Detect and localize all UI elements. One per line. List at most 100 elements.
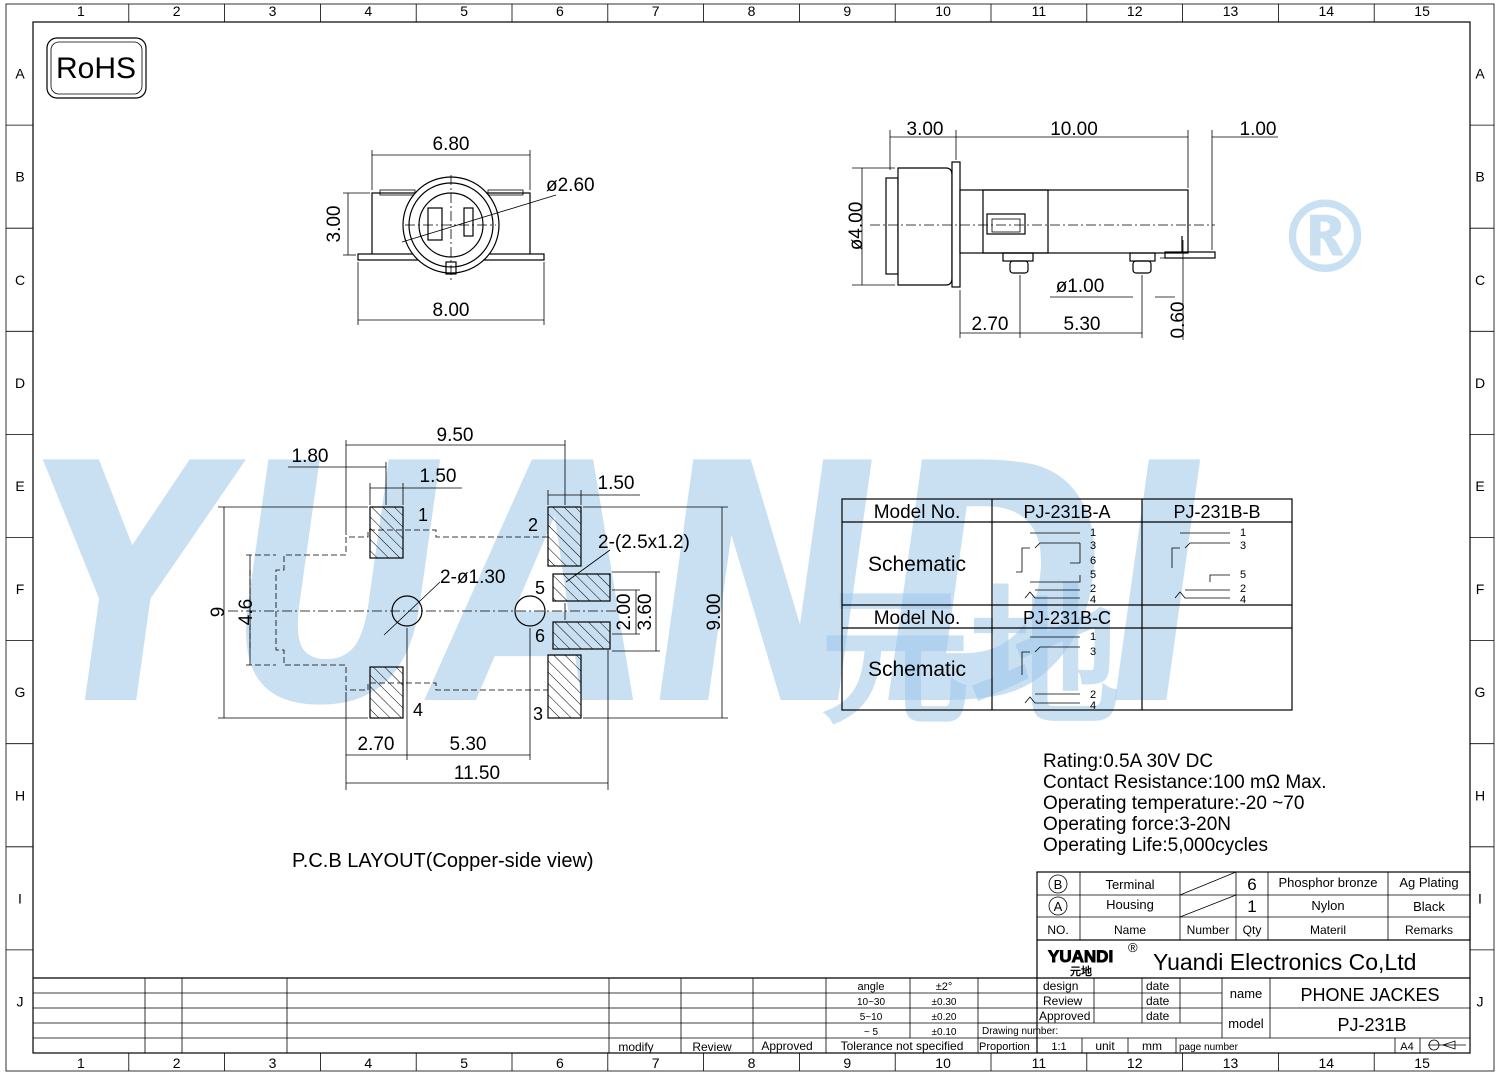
zone-col-bottom-11: 11 <box>1032 1055 1047 1071</box>
zone-row-right-F: F <box>1476 581 1485 597</box>
front-view: 6.80 ø2.60 3.00 8.00 <box>324 134 595 325</box>
c-pin-3: 3 <box>1090 646 1096 658</box>
a-pin-2: 2 <box>1090 583 1096 595</box>
tol-range-1-value: ±0.30 <box>932 997 957 1008</box>
dim-pcb-150a: 1.50 <box>420 466 457 487</box>
zone-col-bottom-12: 12 <box>1127 1055 1143 1071</box>
zone-col-top-11: 11 <box>1032 3 1047 19</box>
a-pin-3: 3 <box>1090 540 1096 552</box>
title-block: angle ±2° 10~30 ±0.30 5~10 ±0.20 ~ 5 ±0.… <box>33 940 1470 1054</box>
zone-row-right-B: B <box>1475 169 1484 185</box>
bom-head-material: Materil <box>1310 923 1346 937</box>
zone-col-top-2: 2 <box>173 3 181 19</box>
review-label: Review <box>1043 994 1083 1008</box>
dim-side-pin: ø1.00 <box>1056 276 1105 297</box>
zone-row-left-H: H <box>15 787 25 803</box>
rohs-badge: RoHS <box>46 37 147 99</box>
title-logo-cn: 元地 <box>1070 964 1092 978</box>
pin-2: 2 <box>528 515 538 535</box>
bom-table: B A Terminal Housing 6 1 Phosphor bronze… <box>1036 871 1471 941</box>
b-pin-5: 5 <box>1240 569 1246 581</box>
zone-row-left-E: E <box>15 478 24 494</box>
approved-bottom-label: Approved <box>761 1039 812 1053</box>
drawing-number-label: Drawing number: <box>982 1026 1058 1037</box>
bom-head-name: Name <box>1114 923 1146 937</box>
pcb-layout: 1 2 3 4 5 6 9.50 1.80 1.50 1.50 2-(2.5x1… <box>208 425 728 872</box>
dim-pcb-9: 9 <box>208 607 229 618</box>
bom-head-number: Number <box>1187 923 1230 937</box>
b-pin-1: 1 <box>1240 527 1246 539</box>
title-logo: YUANDI ® 元地 <box>1048 940 1138 978</box>
zone-row-left-J: J <box>17 993 24 1009</box>
zone-col-top-10: 10 <box>935 3 951 19</box>
zone-col-top-8: 8 <box>748 3 756 19</box>
product-model: PJ-231B <box>1337 1015 1406 1035</box>
pin-3: 3 <box>533 704 543 724</box>
tol-label: Tolerance not specified <box>841 1039 964 1053</box>
model-label-2: Model No. <box>874 608 961 629</box>
spec-temperature: Operating temperature:-20 ~70 <box>1043 793 1304 814</box>
dim-front-height: 3.00 <box>324 206 345 243</box>
product-name: PHONE JACKES <box>1300 985 1439 1005</box>
pcb-caption: P.C.B LAYOUT(Copper-side view) <box>292 850 594 872</box>
zone-row-right-I: I <box>1478 890 1482 906</box>
zone-col-bottom-8: 8 <box>748 1055 756 1071</box>
dim-front-hole: ø2.60 <box>546 175 595 196</box>
model-b: PJ-231B-B <box>1173 502 1260 522</box>
zone-row-left-I: I <box>18 890 22 906</box>
spec-contact: Contact Resistance:100 mΩ Max. <box>1043 772 1327 793</box>
dim-side-diam: ø4.00 <box>846 202 867 251</box>
zone-col-bottom-7: 7 <box>652 1055 660 1071</box>
pin-1: 1 <box>418 505 428 525</box>
pin-5: 5 <box>535 578 545 598</box>
dim-pcb-46: 4.6 <box>236 599 257 625</box>
schematic-label-2: Schematic <box>868 658 966 681</box>
zone-col-bottom-14: 14 <box>1319 1055 1335 1071</box>
dim-front-width-bottom: 8.00 <box>433 300 470 321</box>
dim-pcb-1150: 11.50 <box>454 763 500 784</box>
bom-qty-housing: 1 <box>1247 897 1256 916</box>
projection-icon <box>1428 1039 1466 1051</box>
dim-pcb-950: 9.50 <box>437 425 474 446</box>
zone-row-right-A: A <box>1475 66 1485 82</box>
model-c: PJ-231B-C <box>1023 608 1111 628</box>
date-label-3: date <box>1146 1009 1170 1023</box>
dim-pcb-530: 5.30 <box>450 734 487 755</box>
a-pin-6: 6 <box>1090 555 1096 567</box>
zone-col-top-5: 5 <box>460 3 468 19</box>
c-pin-4: 4 <box>1090 700 1096 712</box>
schematic-label-1: Schematic <box>868 553 966 576</box>
model-a: PJ-231B-A <box>1023 502 1110 522</box>
zone-col-bottom-1: 1 <box>77 1055 85 1071</box>
zone-row-right-J: J <box>1477 993 1484 1009</box>
zone-col-top-3: 3 <box>269 3 277 19</box>
dim-side-6: 0.60 <box>1168 302 1189 339</box>
dim-side-2: 10.00 <box>1050 119 1098 140</box>
title-logo-text: YUANDI <box>1048 947 1113 966</box>
b-pin-3: 3 <box>1240 540 1246 552</box>
zone-row-left-A: A <box>15 66 25 82</box>
zone-row-right-H: H <box>1475 787 1485 803</box>
watermark-text: YUANDI <box>0 395 1235 779</box>
dim-pcb-360: 3.60 <box>635 594 656 631</box>
company-name: Yuandi Electronics Co,Ltd <box>1153 949 1416 975</box>
dim-front-width-top: 6.80 <box>433 134 470 155</box>
dim-pcb-200: 2.00 <box>614 594 635 631</box>
zone-col-bottom-4: 4 <box>364 1055 372 1071</box>
zone-col-bottom-2: 2 <box>173 1055 181 1071</box>
zone-col-bottom-6: 6 <box>556 1055 564 1071</box>
title-logo-registered: ® <box>1128 940 1138 955</box>
pcb-hole-spec: 2-ø1.30 <box>440 567 505 588</box>
bom-no-a: A <box>1054 899 1063 914</box>
modify-label: modify <box>618 1040 653 1054</box>
tol-range-2: 5~10 <box>860 1012 883 1023</box>
bom-material-terminal: Phosphor bronze <box>1278 875 1377 890</box>
dim-side-1: 3.00 <box>907 119 944 140</box>
schematic-table: Model No. PJ-231B-A PJ-231B-B Schematic … <box>841 498 1293 712</box>
zone-col-top-15: 15 <box>1414 3 1430 19</box>
approved-label: Approved <box>1039 1009 1090 1023</box>
zone-col-bottom-15: 15 <box>1414 1055 1430 1071</box>
model-label: model <box>1228 1016 1264 1031</box>
dim-pcb-900: 9.00 <box>704 594 725 631</box>
